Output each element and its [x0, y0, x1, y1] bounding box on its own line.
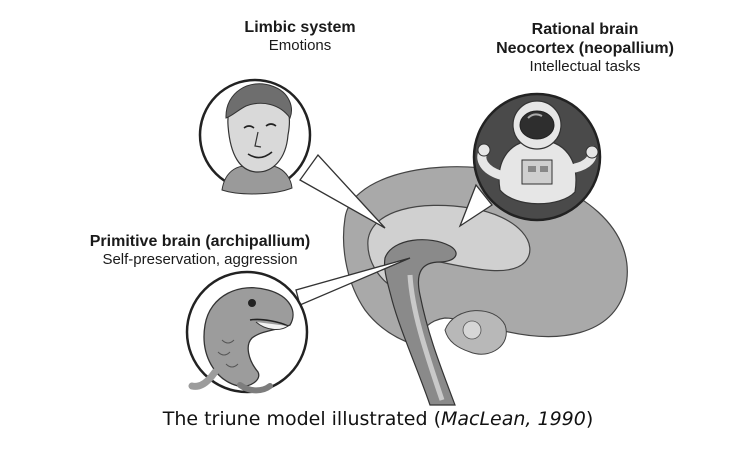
cerebellum-inner	[462, 320, 482, 340]
caption-text: The triune model illustrated (	[162, 408, 441, 430]
human-face-icon	[198, 78, 312, 195]
limbic-pointer	[299, 153, 386, 229]
rational-title-line1: Rational brain	[531, 21, 639, 38]
rational-pointer	[458, 183, 493, 228]
astronaut-icon	[472, 92, 602, 222]
figure-caption: The triune model illustrated (MacLean, 1…	[0, 408, 756, 430]
rational-subtitle: Intellectual tasks	[529, 58, 641, 76]
limbic-subtitle: Emotions	[268, 37, 332, 55]
primitive-subtitle: Self-preservation, aggression	[102, 251, 298, 269]
primitive-brain-label: Primitive brain (archipallium) Self-pres…	[55, 232, 345, 269]
caption-citation: MacLean, 1990	[440, 408, 586, 430]
primitive-title: Primitive brain (archipallium)	[89, 233, 311, 250]
lizard-icon	[185, 270, 309, 394]
caption-close: )	[585, 408, 594, 430]
primitive-pointer	[295, 257, 411, 306]
rational-title-line2: Neocortex (neopallium)	[496, 40, 674, 58]
spinal-cord-highlight	[407, 274, 445, 401]
limbic-system-label: Limbic system Emotions	[215, 18, 385, 55]
rational-brain-label: Rational brain Neocortex (neopallium) In…	[440, 20, 730, 76]
limbic-title: Limbic system	[244, 19, 356, 36]
